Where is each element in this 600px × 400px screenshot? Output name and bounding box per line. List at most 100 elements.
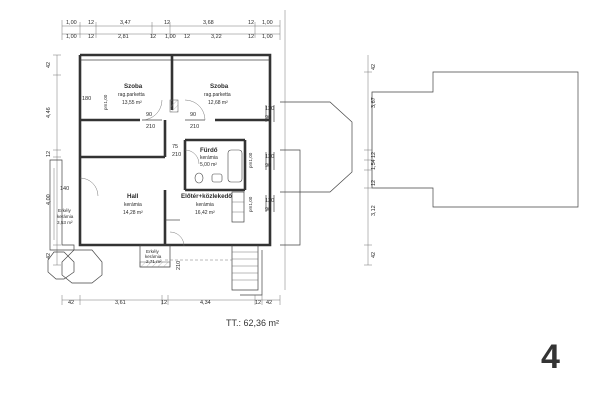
room-name: Erkély — [146, 249, 159, 254]
dim-top2-6: 12 — [184, 34, 190, 40]
room-area: 14,28 m² — [123, 210, 143, 216]
dim-bottom-2: 3,61 — [115, 300, 126, 306]
dim-top2-5: 1,00 — [165, 34, 176, 40]
dim-right-2: 3,67 — [371, 97, 377, 108]
room-name: Szoba — [124, 83, 143, 90]
room-szoba-2: Szoba rag.parketta 12,68 m² — [204, 83, 231, 106]
dim-left-1: 42 — [46, 62, 52, 68]
room-erkely-left: Erkély kerámia 3,53 m² — [57, 208, 74, 225]
window-height-6: 90 — [265, 207, 271, 213]
door-label-szoba2-w: 90 — [190, 112, 196, 118]
top-dimension-row-2: 1,00 12 2,81 12 1,00 12 3,22 12 1,00 — [66, 34, 273, 40]
dim-bottom-6: 42 — [266, 300, 272, 306]
room-floor: kerámia — [124, 202, 142, 208]
dim-right-1: 42 — [371, 64, 377, 70]
interior-walls — [80, 55, 270, 245]
room-area: 16,42 m² — [195, 210, 215, 216]
staircase — [231, 245, 263, 296]
room-floor: kerámia — [196, 202, 214, 208]
top-dimension-row-1: 1,00 12 3,47 12 3,68 12 1,00 — [66, 20, 273, 26]
dim-top2-2: 12 — [88, 34, 94, 40]
room-area: 2,71 m² — [146, 259, 162, 264]
dim-left-2: 4,46 — [46, 107, 52, 118]
room-szoba-1: Szoba rag.parketta 13,55 m² — [118, 83, 145, 106]
left-door-width: 140 — [60, 186, 69, 192]
right-dimension-lines: 42 3,67 12 1,54 12 3,12 42 — [364, 55, 377, 266]
room-eloter: Előtér+közlekedő kerámia 16,42 m² — [181, 193, 232, 216]
dim-top2-1: 1,00 — [66, 34, 77, 40]
kitchen-counter — [231, 191, 245, 223]
dim-top2-3: 2,81 — [118, 34, 129, 40]
room-area: 3,53 m² — [57, 220, 73, 225]
door-label-szoba1-w: 90 — [146, 112, 152, 118]
door-szoba1 — [141, 99, 163, 121]
room-name: Szoba — [210, 83, 229, 90]
page-number: 4 — [541, 338, 560, 376]
dim-top2-8: 12 — [248, 34, 254, 40]
room-name: Fürdő — [200, 147, 218, 154]
toilet — [194, 172, 204, 184]
door-label-szoba2-h: 210 — [190, 124, 199, 130]
window-height-4: 90 — [265, 163, 271, 169]
bathtub — [227, 149, 243, 183]
dim-bottom-1: 42 — [68, 300, 74, 306]
room-area: 5,00 m² — [200, 162, 217, 168]
washbasin — [211, 173, 223, 183]
dim-right-4: 1,54 — [371, 159, 377, 170]
total-area-label: TT.: 62,36 m² — [226, 318, 280, 328]
room-floor: rag.parketta — [118, 92, 145, 98]
dim-left-4: 4,00 — [46, 194, 52, 205]
door-furdo — [184, 149, 200, 165]
dim-top-1: 1,00 — [66, 20, 77, 26]
dim-top2-9: 1,00 — [262, 34, 273, 40]
dim-top-7: 1,00 — [262, 20, 273, 26]
dim-right-3: 12 — [371, 152, 377, 158]
window-height-5: 120 — [265, 198, 274, 204]
room-erkely-bottom: Erkély kerámia 2,71 m² — [145, 249, 162, 264]
dim-right-5: 12 — [371, 180, 377, 186]
bottom-dimension-lines: 42 3,61 12 4,34 12 42 — [61, 295, 281, 306]
dim-top-4: 12 — [164, 20, 170, 26]
room-floor: kerámia — [200, 155, 218, 161]
room-floor: rag.parketta — [204, 92, 231, 98]
room-name: Előtér+közlekedő — [181, 193, 232, 200]
dim-top-2: 12 — [88, 20, 94, 26]
room-hall: Hall kerámia 14,28 m² — [123, 193, 143, 216]
dim-left-3: 12 — [46, 151, 52, 157]
dim-top2-7: 3,22 — [211, 34, 222, 40]
door-entry — [169, 231, 185, 247]
room-furdo: Fürdő kerámia 5,00 m² — [200, 147, 218, 168]
dim-top-6: 12 — [248, 20, 254, 26]
left-balcony — [47, 159, 103, 284]
dim-bottom-5: 12 — [255, 300, 261, 306]
door-label-entry: 210 — [176, 261, 182, 270]
door-hall — [79, 177, 99, 197]
window-label-right-1: pm1,00 — [248, 152, 253, 168]
bathroom-fixtures — [194, 149, 243, 184]
window-height-3: 120 — [265, 154, 274, 160]
window-label-right-2: pm1,00 — [248, 196, 253, 212]
dim-right-6: 3,12 — [371, 205, 377, 216]
room-area: 13,55 m² — [122, 100, 142, 106]
dim-bottom-4: 4,34 — [200, 300, 211, 306]
window-height-2: 90 — [265, 115, 271, 121]
outer-walls — [78, 53, 272, 247]
left-window-height: 180 — [82, 96, 91, 102]
dim-top-3: 3,47 — [120, 20, 131, 26]
dim-top2-4: 12 — [150, 34, 156, 40]
room-area: 12,68 m² — [208, 100, 228, 106]
chimney — [169, 99, 179, 113]
roof-outline — [280, 71, 579, 246]
dim-top-5: 3,68 — [203, 20, 214, 26]
bottom-balcony — [139, 244, 171, 268]
door-label-furdo-w: 75 — [172, 144, 178, 150]
room-name: Hall — [127, 193, 139, 200]
door-szoba2 — [184, 99, 206, 121]
room-floor: kerámia — [145, 254, 162, 259]
right-wall-windows: 120 90 120 90 120 90 — [265, 105, 275, 213]
left-dimension-lines: 42 4,46 12 4,00 42 — [46, 54, 61, 266]
room-name: Erkély — [58, 208, 71, 213]
window-label-left: pm1,00 — [103, 94, 108, 110]
dim-left-5: 42 — [46, 253, 52, 259]
